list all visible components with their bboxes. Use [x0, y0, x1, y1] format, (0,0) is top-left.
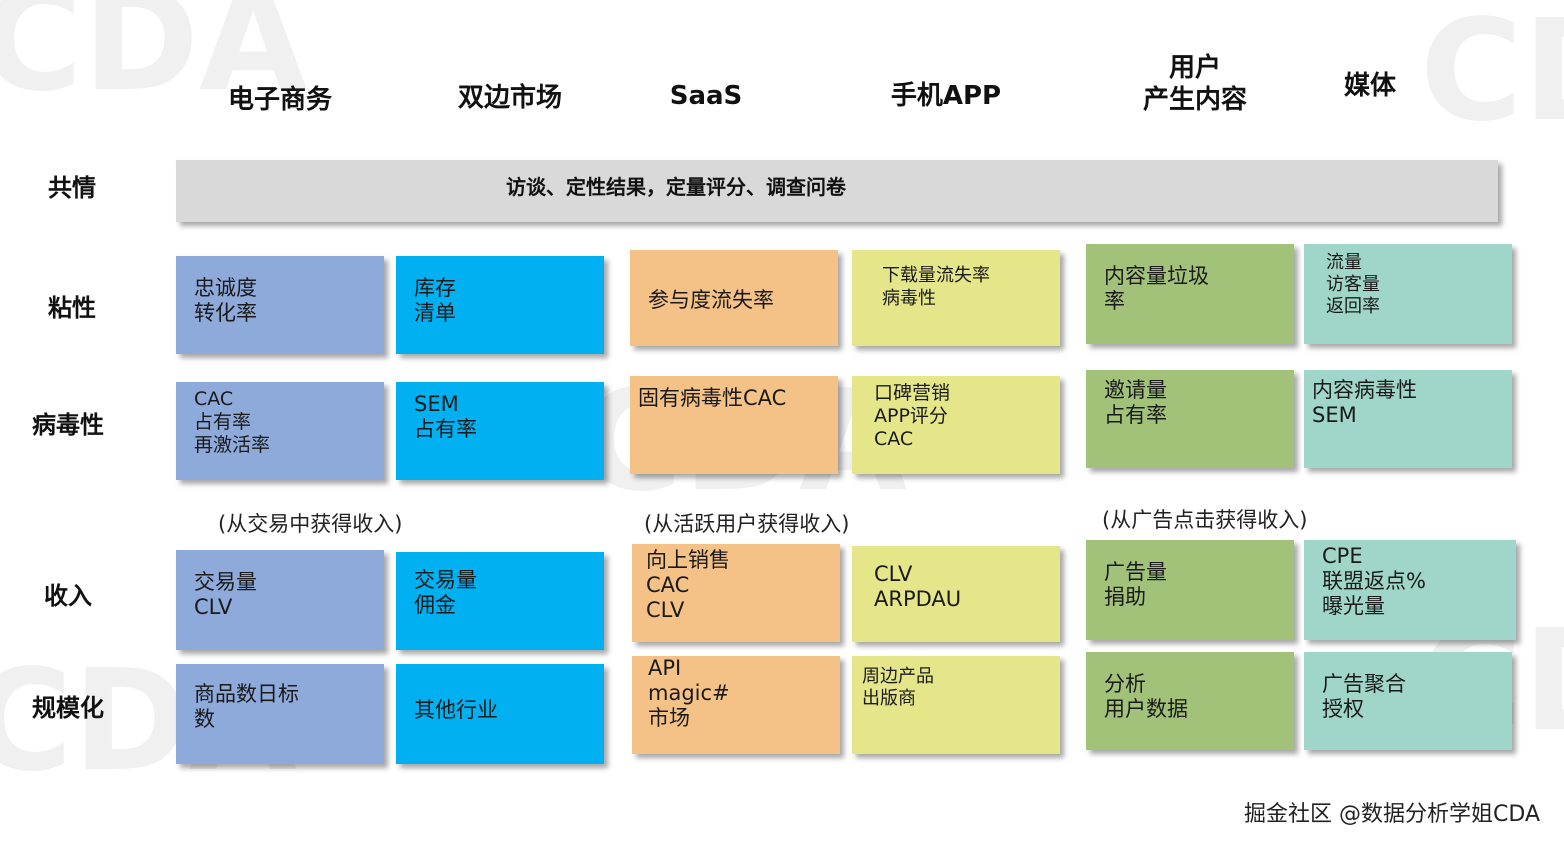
cell-line: CLV	[646, 598, 685, 622]
cell-line: 市场	[648, 706, 690, 730]
cell-sticky-media: 流量 访客量 返回率	[1304, 244, 1512, 344]
row-header-stickiness: 粘性	[48, 294, 96, 322]
column-header-saas: SaaS	[669, 81, 743, 111]
watermark-logo: CDA	[0, 0, 308, 123]
cell-line: 忠诚度	[194, 276, 257, 300]
cell-sticky-saas: 参与度流失率	[630, 250, 838, 346]
column-header-media: 媒体	[1343, 71, 1396, 101]
cell-revenue-mobile-app: CLV ARPDAU	[852, 546, 1060, 642]
cell-scale-media: 广告聚合 授权	[1304, 652, 1512, 750]
cell-line: SEM	[1312, 403, 1357, 427]
cell-line: CAC	[194, 388, 234, 410]
row-header-revenue: 收入	[44, 582, 92, 610]
row-header-scale: 规模化	[32, 694, 104, 722]
cell-revenue-media: CPE 联盟返点% 曝光量	[1304, 540, 1516, 640]
cell-line: CAC	[874, 428, 914, 450]
cell-viral-ugc: 邀请量 占有率	[1086, 370, 1294, 468]
cell-sticky-marketplace: 库存 清单	[396, 256, 604, 354]
cell-line: 广告量	[1104, 560, 1167, 584]
cell-line: 内容病毒性	[1312, 378, 1417, 402]
cell-line: 内容量垃圾	[1104, 264, 1209, 288]
cell-line: 周边产品	[862, 666, 934, 687]
cell-line: 占有率	[1104, 403, 1167, 427]
cell-scale-mobile-app: 周边产品 出版商	[852, 656, 1060, 754]
column-header-marketplace: 双边市场	[457, 83, 562, 113]
cell-line: CLV	[194, 595, 233, 619]
row-header-virality: 病毒性	[32, 411, 104, 439]
cell-line: 流量	[1326, 252, 1362, 273]
cell-line: 参与度流失率	[648, 288, 774, 312]
cell-scale-ecommerce: 商品数日标 数	[176, 664, 384, 764]
empathy-banner: 访谈、定性结果，定量评分、调查问卷	[176, 160, 1498, 222]
cell-line: 捐助	[1104, 585, 1146, 609]
cell-line: 率	[1104, 289, 1125, 313]
cell-viral-media: 内容病毒性 SEM	[1304, 370, 1512, 468]
cell-line: SEM	[414, 392, 459, 416]
column-header-ecommerce: 电子商务	[227, 85, 332, 115]
cell-line: 库存	[414, 276, 456, 300]
cell-line: CLV	[874, 562, 913, 586]
cell-revenue-ugc: 广告量 捐助	[1086, 540, 1294, 640]
cell-line: 下载量流失率	[882, 265, 990, 286]
cell-line: 转化率	[194, 301, 257, 325]
column-header-mobile-app: 手机APP	[890, 81, 1002, 111]
cell-line: 交易量	[194, 570, 257, 594]
cell-line: 授权	[1322, 697, 1364, 721]
cell-line: API	[648, 656, 682, 680]
cell-line: 出版商	[862, 688, 916, 709]
cell-line: CAC	[646, 573, 690, 597]
cell-line: 佣金	[414, 593, 456, 617]
cell-line: 口碑营销	[874, 382, 951, 404]
cell-line: 再激活率	[194, 434, 271, 456]
cell-viral-mobile-app: 口碑营销 APP评分 CAC	[852, 376, 1060, 474]
cell-scale-marketplace: 其他行业	[396, 664, 604, 764]
cell-revenue-saas: 向上销售 CAC CLV	[632, 544, 840, 642]
cell-sticky-ecommerce: 忠诚度 转化率	[176, 256, 384, 354]
cell-line: 交易量	[414, 568, 477, 592]
revenue-note-transactions: (从交易中获得收入)	[218, 512, 403, 536]
cell-viral-ecommerce: CAC 占有率 再激活率	[176, 382, 384, 480]
revenue-note-ad-clicks: (从广告点击获得收入)	[1102, 508, 1308, 532]
cell-line: ARPDAU	[874, 587, 962, 611]
cell-line: 用户数据	[1104, 697, 1188, 721]
empathy-banner-text: 访谈、定性结果，定量评分、调查问卷	[506, 175, 846, 199]
cell-revenue-ecommerce: 交易量 CLV	[176, 550, 384, 650]
cell-line: 病毒性	[882, 288, 936, 309]
cell-line: 占有率	[194, 411, 252, 433]
cell-revenue-marketplace: 交易量 佣金	[396, 552, 604, 650]
cell-line: 访客量	[1326, 274, 1380, 295]
cell-scale-saas: API magic# 市场	[632, 656, 840, 754]
cell-line: 向上销售	[646, 548, 730, 572]
revenue-note-active-users: (从活跃用户获得收入)	[644, 512, 850, 536]
cell-line: magic#	[648, 681, 730, 705]
cell-viral-saas: 固有病毒性CAC	[630, 376, 838, 474]
cell-line: 广告聚合	[1322, 672, 1406, 696]
cell-line: 邀请量	[1104, 378, 1167, 402]
cell-line: CPE	[1322, 544, 1363, 568]
cell-line: 占有率	[414, 417, 477, 441]
cell-line: 清单	[414, 301, 456, 325]
cell-line: APP评分	[874, 405, 948, 427]
cell-line: 商品数日标	[194, 682, 299, 706]
source-credit: 掘金社区 @数据分析学姐CDA	[1244, 802, 1540, 827]
cell-line: 分析	[1104, 672, 1146, 696]
cell-sticky-mobile-app: 下载量流失率 病毒性	[852, 250, 1060, 346]
cell-line: 其他行业	[414, 698, 498, 722]
cell-viral-marketplace: SEM 占有率	[396, 382, 604, 480]
cell-sticky-ugc: 内容量垃圾 率	[1086, 244, 1294, 344]
cell-line: 曝光量	[1322, 594, 1385, 618]
cell-scale-ugc: 分析 用户数据	[1086, 652, 1294, 750]
column-header-ugc: 用户 产生内容	[1142, 53, 1247, 115]
row-header-empathy: 共情	[48, 174, 96, 202]
cell-line: 固有病毒性CAC	[638, 386, 787, 410]
cell-line: 返回率	[1326, 296, 1380, 317]
cell-line: 联盟返点%	[1322, 569, 1426, 593]
watermark-logo: CDA	[1420, 0, 1564, 153]
cell-line: 数	[194, 707, 215, 731]
